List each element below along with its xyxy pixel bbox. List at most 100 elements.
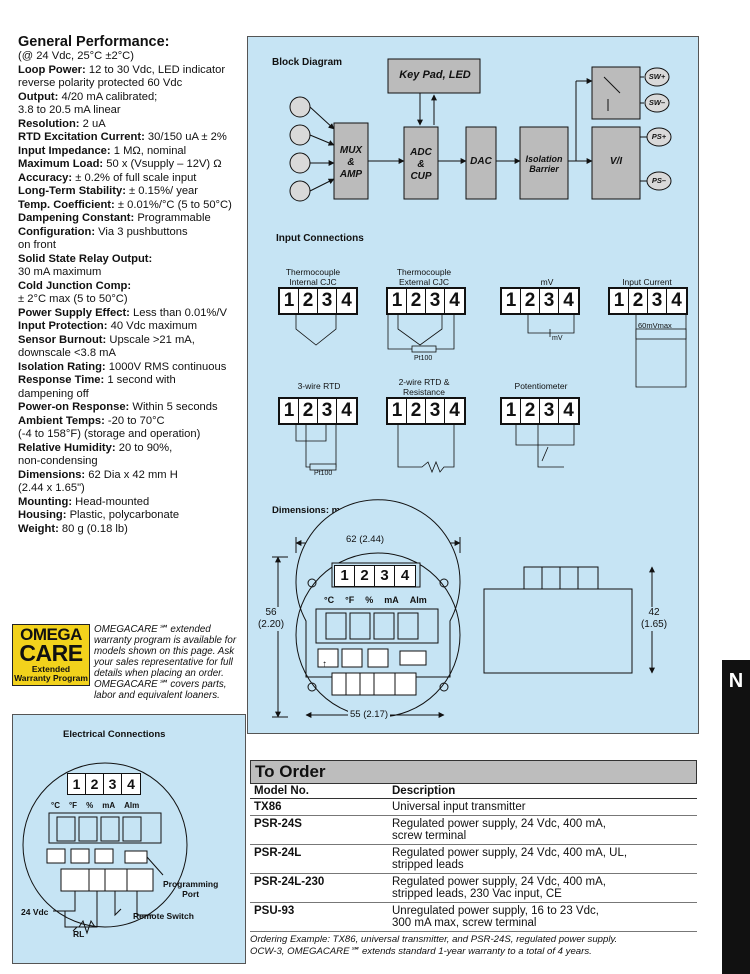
spec-continuation: dampening off (18, 387, 89, 400)
block-diagram-panel: Block Diagram Key Pad, LED MUX & AMP ADC… (247, 36, 699, 734)
dac-label: DAC (470, 156, 492, 167)
description-line: stripped leads (392, 859, 464, 871)
terminal-number: 3 (426, 399, 445, 423)
spec-continuation: (2.44 x 1.65") (18, 482, 85, 494)
spec-item: Cold Junction Comp: (18, 280, 244, 294)
model-description: Regulated power supply, 24 Vdc, 400 mA, … (388, 844, 697, 874)
unit-label: % (86, 801, 94, 810)
spec-item: Response Time: 1 second with (18, 374, 244, 388)
terminal-number: 1 (388, 289, 407, 313)
rtd3-title: 3-wire RTD (297, 381, 341, 391)
description-line: Regulated power supply, 24 Vdc, 400 mA, (392, 818, 606, 830)
rtd2-line-2: Resistance (402, 387, 446, 397)
svg-text:↑: ↑ (322, 659, 327, 670)
section-tab-letter: N (728, 670, 744, 692)
spec-continuation: non-condensing (18, 455, 98, 467)
terminal-number: 1 (610, 289, 629, 313)
dim-bottom: 55 (2.17) (348, 709, 391, 720)
terminal-number: 1 (280, 399, 299, 423)
spec-label: Temp. Coefficient: (18, 198, 115, 211)
model-description: Universal input transmitter (388, 798, 697, 816)
spec-label: Ambient Temps: (18, 414, 105, 427)
keypad-label: Key Pad, LED (399, 69, 471, 81)
block-diagram-svg (289, 58, 672, 202)
prog-port-line-2: Port (182, 889, 200, 899)
vi-label: V/I (609, 156, 623, 167)
description-line: Universal input transmitter (392, 801, 526, 813)
terminal-number: 2 (407, 399, 426, 423)
unit-label: Alm (124, 801, 140, 810)
spec-label: Housing: (18, 509, 67, 521)
model-number: PSR-24S (250, 815, 388, 845)
terminal-number: 1 (502, 399, 521, 423)
spec-value: -20 to 70°C (104, 414, 165, 427)
ps-minus-label: PS– (651, 176, 667, 185)
ordering-example: Ordering Example: TX86, universal transm… (250, 934, 618, 945)
spec-label: Sensor Burnout: (18, 333, 107, 346)
spec-label: Power-on Response: (18, 401, 130, 413)
terminal-number: 2 (629, 289, 648, 313)
terminal-number: 4 (563, 400, 574, 421)
unit-label: °C (324, 595, 335, 605)
spec-label: Output: (18, 90, 59, 103)
spec-value: 2 uA (79, 117, 106, 130)
model-description: Regulated power supply, 24 Vdc, 400 mA,s… (388, 815, 697, 845)
sw-plus-label: SW+ (648, 72, 666, 81)
spec-value: 40 Vdc maximum (107, 320, 198, 332)
electrical-title: Electrical Connections (63, 729, 166, 740)
spec-item: Accuracy: ± 0.2% of full scale input (18, 172, 244, 186)
spec-value: 20 to 90%, (115, 441, 173, 454)
spec-item: Output: 4/20 mA calibrated; (18, 91, 244, 105)
spec-label: RTD Excitation Current: (18, 131, 145, 143)
spec-item: Temp. Coefficient: ± 0.01%/°C (5 to 50°C… (18, 199, 244, 213)
spec-value: 4/20 mA calibrated; (58, 90, 158, 103)
dim-height-a: 56 (265, 607, 277, 618)
spec-label: Isolation Rating: (18, 360, 106, 373)
unit-label: Alm (409, 595, 427, 605)
spec-value: Plastic, polycarbonate (66, 509, 180, 521)
dim-height-b: (2.20) (257, 619, 285, 630)
spec-label: Solid State Relay Output: (18, 252, 153, 265)
spec-continuation: ± 2°C max (5 to 50°C) (18, 293, 128, 305)
spec-label: Configuration: (18, 225, 96, 238)
spec-value: Less than 0.01%/V (129, 306, 227, 319)
tc-ext-line-1: Thermocouple (396, 267, 452, 277)
terminal-number: 2 (355, 566, 375, 586)
terminal-number: 3 (104, 774, 122, 794)
input-current-title: Input Current (622, 277, 672, 287)
spec-item: Loop Power: 12 to 30 Vdc, LED indicator (18, 64, 244, 78)
spec-label: Maximum Load: (18, 158, 104, 170)
pt100-label-1: Pt100 (414, 355, 433, 362)
spec-label: Mounting: (18, 495, 73, 508)
spec-item: Relative Humidity: 20 to 90%, (18, 442, 244, 456)
iso-line-1: Isolation (525, 154, 563, 164)
mv-source-label: mV (552, 335, 563, 342)
spec-label: Resolution: (18, 117, 80, 130)
omegacare-block: OMEGA CARE Extended Warranty Program OME… (12, 624, 248, 704)
spec-value: 62 Dia x 42 mm H (85, 468, 178, 481)
omegacare-logo: OMEGA CARE Extended Warranty Program (12, 624, 90, 686)
terminal-number: 2 (86, 774, 104, 794)
terminal-number: 2 (521, 289, 540, 313)
spec-label: Power Supply Effect: (18, 306, 130, 319)
description-line: Regulated power supply, 24 Vdc, 400 mA, (392, 876, 606, 888)
description-line: 300 mA max, screw terminal (392, 917, 537, 929)
pt100-label-2: Pt100 (314, 470, 333, 477)
logo-line-2: CARE (19, 640, 83, 666)
ps-plus-label: PS+ (651, 132, 667, 141)
input-connections-svg (295, 315, 687, 474)
spec-label: Relative Humidity: (18, 441, 116, 454)
spec-label: Dampening Constant: (18, 212, 135, 224)
spec-item: Dimensions: 62 Dia x 42 mm H (18, 469, 244, 483)
dim-depth-b: (1.65) (640, 619, 668, 630)
